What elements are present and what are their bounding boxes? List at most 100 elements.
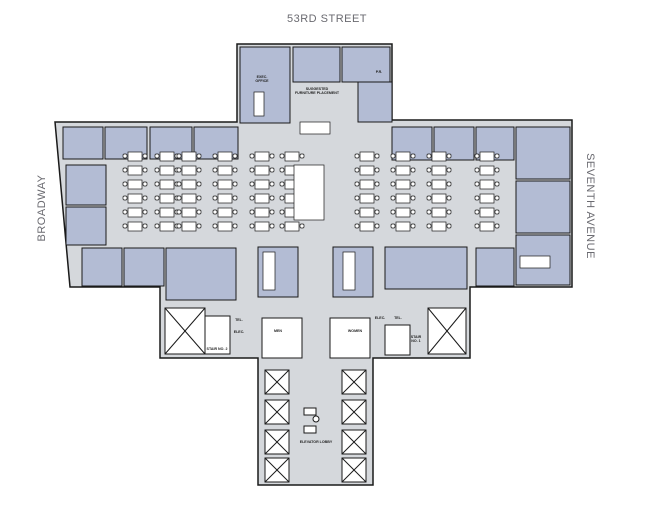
workstation xyxy=(359,165,375,176)
chair xyxy=(269,223,275,229)
chair xyxy=(142,223,148,229)
chair xyxy=(494,223,500,229)
chair xyxy=(426,195,432,201)
workstation xyxy=(217,193,233,204)
chair xyxy=(196,195,202,201)
chair xyxy=(196,153,202,159)
chair xyxy=(474,167,480,173)
chair xyxy=(474,223,480,229)
workstation xyxy=(254,179,270,190)
mens-restroom xyxy=(261,317,303,359)
elevator-car-diagonal xyxy=(341,369,367,395)
label-tel-left: TEL. xyxy=(235,318,243,322)
elevator-car-diagonal xyxy=(264,399,290,425)
chair xyxy=(354,209,360,215)
chair xyxy=(474,181,480,187)
chair xyxy=(374,209,380,215)
workstation xyxy=(181,151,197,162)
elevator-car-diagonal xyxy=(264,457,290,483)
label-stair-1: STAIR xyxy=(411,335,422,339)
chair xyxy=(212,153,218,159)
chair xyxy=(196,223,202,229)
chair xyxy=(142,181,148,187)
chair xyxy=(196,167,202,173)
workstation xyxy=(159,221,175,232)
chair xyxy=(299,223,305,229)
workstation xyxy=(217,179,233,190)
chair xyxy=(176,223,182,229)
workstation xyxy=(395,179,411,190)
chair xyxy=(142,167,148,173)
chair xyxy=(354,167,360,173)
label-women: WOMEN xyxy=(348,329,363,333)
chair xyxy=(269,209,275,215)
lobby-bench xyxy=(303,425,317,434)
chair xyxy=(410,181,416,187)
workstation xyxy=(159,193,175,204)
chair xyxy=(410,223,416,229)
chair xyxy=(176,153,182,159)
chair xyxy=(474,153,480,159)
chair xyxy=(269,195,275,201)
chair xyxy=(154,195,160,201)
workstation xyxy=(479,207,495,218)
lobby-bench xyxy=(303,407,317,416)
office-room xyxy=(341,46,391,83)
office-room xyxy=(123,247,165,287)
chair xyxy=(474,195,480,201)
workstation xyxy=(479,193,495,204)
chair xyxy=(154,209,160,215)
chair xyxy=(374,195,380,201)
chair xyxy=(176,181,182,187)
chair xyxy=(390,223,396,229)
office-room xyxy=(81,247,123,287)
label-stair-1-no: NO. 1 xyxy=(411,339,420,343)
office-room xyxy=(384,246,468,290)
chair xyxy=(249,153,255,159)
chair xyxy=(122,223,128,229)
shaft-diagonal xyxy=(164,307,206,355)
stair-1 xyxy=(384,324,411,356)
chair xyxy=(154,181,160,187)
workstations xyxy=(122,91,551,291)
workstation xyxy=(181,193,197,204)
label-men: MEN xyxy=(274,329,282,333)
workstation xyxy=(181,207,197,218)
workstation xyxy=(431,165,447,176)
workstation xyxy=(217,207,233,218)
chair xyxy=(446,223,452,229)
chair xyxy=(390,167,396,173)
chair xyxy=(390,195,396,201)
chair xyxy=(232,167,238,173)
chair xyxy=(446,195,452,201)
workstation xyxy=(284,151,300,162)
workstation xyxy=(359,221,375,232)
workstation xyxy=(217,165,233,176)
label-tel-right: TEL. xyxy=(394,316,402,320)
office-room xyxy=(475,247,515,287)
womens-restroom xyxy=(329,317,371,359)
chair xyxy=(426,223,432,229)
elevator-car-diagonal xyxy=(341,399,367,425)
elevators-and-stairs xyxy=(164,307,467,483)
chair xyxy=(354,195,360,201)
chair xyxy=(249,209,255,215)
elevator-car-diagonal xyxy=(341,429,367,455)
workstation xyxy=(431,221,447,232)
workstation xyxy=(254,193,270,204)
chair xyxy=(122,209,128,215)
chair xyxy=(154,153,160,159)
chair xyxy=(212,167,218,173)
workstation xyxy=(431,151,447,162)
workstation xyxy=(217,221,233,232)
chair xyxy=(212,181,218,187)
chair xyxy=(410,209,416,215)
office-room xyxy=(165,247,237,301)
chair xyxy=(446,181,452,187)
street-label-53rd: 53RD STREET xyxy=(286,13,368,25)
chair xyxy=(494,167,500,173)
chair xyxy=(410,153,416,159)
lobby-planter xyxy=(312,415,320,423)
chair xyxy=(232,209,238,215)
conference-table xyxy=(293,164,325,221)
